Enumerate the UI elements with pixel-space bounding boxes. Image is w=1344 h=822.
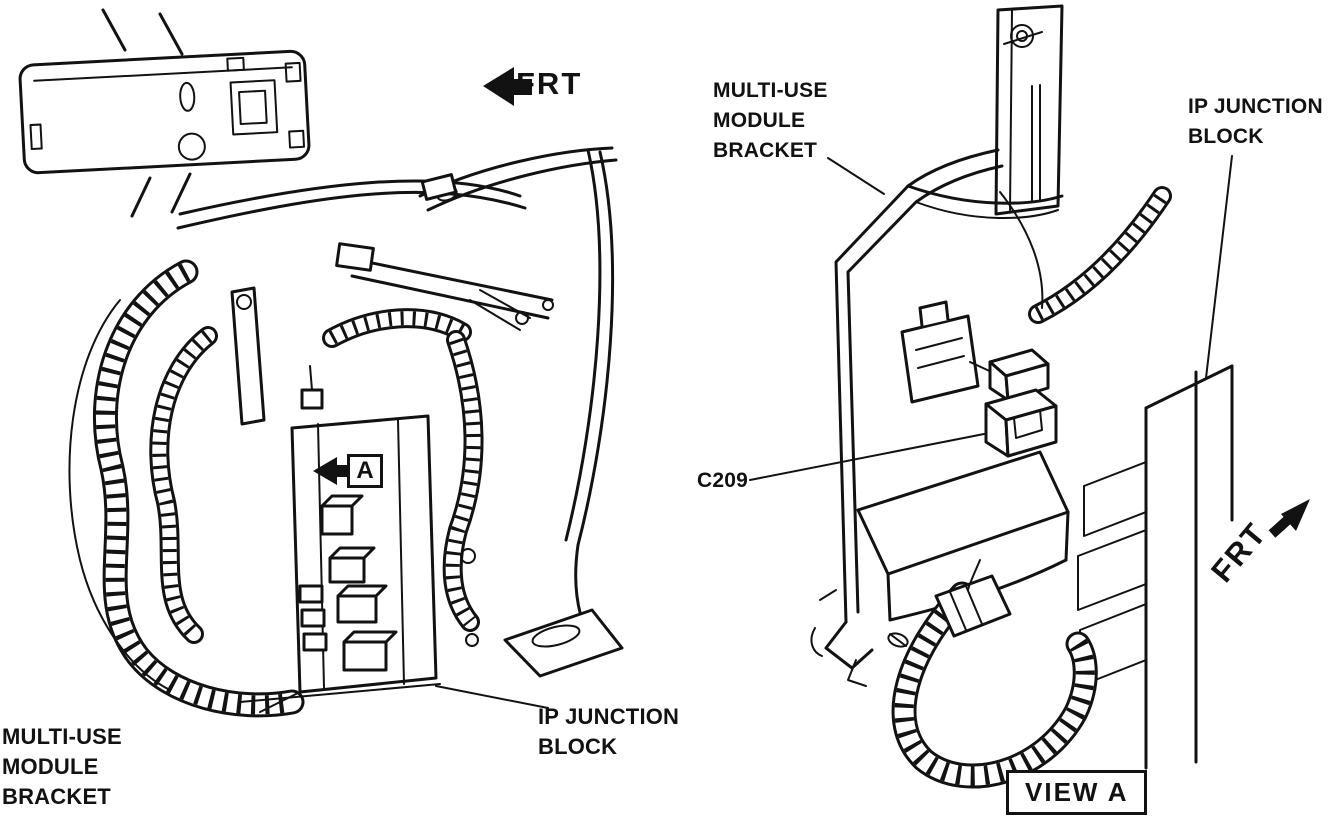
retainer-clip: [900, 300, 980, 404]
hatch-marks: [101, 8, 192, 218]
frt-arrow-right: [1268, 499, 1310, 538]
frt-arrow-left: [483, 67, 532, 106]
bracket-upper: [994, 4, 1064, 216]
top-bracket-bar: [335, 242, 554, 331]
support-strut: [230, 286, 266, 426]
label-line: MODULE: [2, 754, 99, 779]
wiring-harness-upper-right: [999, 186, 1172, 324]
ip-junction-block-label-left: IP JUNCTION BLOCK: [538, 702, 679, 762]
right-figure-art: [749, 4, 1310, 789]
left-figure-art: [18, 8, 624, 718]
wiring-harness-left: [68, 259, 305, 718]
label-line: MULTI-USE: [2, 724, 122, 749]
leader-bracket-right: [827, 157, 885, 195]
label-line: MODULE: [713, 109, 806, 132]
label-line: BLOCK: [538, 734, 618, 759]
label-line: BRACKET: [713, 139, 818, 162]
label-line: IP JUNCTION: [538, 704, 680, 729]
detail-a-marker: A: [347, 454, 383, 488]
connector-c209: [969, 348, 1058, 458]
multi-use-module-bracket-label-right: MULTI-USE MODULE BRACKET: [713, 76, 828, 166]
multi-use-module-bracket-label-left: MULTI-USE MODULE BRACKET: [2, 722, 122, 812]
module-illustration: [18, 49, 311, 175]
leader-ip-junction-right: [1205, 155, 1233, 379]
view-a-box: VIEW A: [1006, 770, 1148, 815]
label-line: BRACKET: [2, 784, 111, 809]
frt-label-left: FRT: [516, 66, 583, 101]
cowl-structure: [176, 146, 624, 678]
c209-label: C209: [697, 469, 749, 492]
leader-ip-junction-left: [435, 685, 549, 709]
multi-use-module-bracket-right: [810, 148, 1064, 687]
wiring-harness-center: [322, 308, 484, 647]
label-line: IP JUNCTION: [1188, 95, 1323, 118]
detail-a-arrow: [313, 457, 347, 485]
label-line: MULTI-USE: [713, 79, 828, 102]
ip-junction-block-left: [239, 365, 441, 713]
leader-c209: [749, 433, 985, 481]
ip-junction-block-label-right: IP JUNCTION BLOCK: [1188, 92, 1323, 152]
label-line: BLOCK: [1188, 125, 1264, 148]
wiring-harness-lower: [891, 559, 1098, 789]
